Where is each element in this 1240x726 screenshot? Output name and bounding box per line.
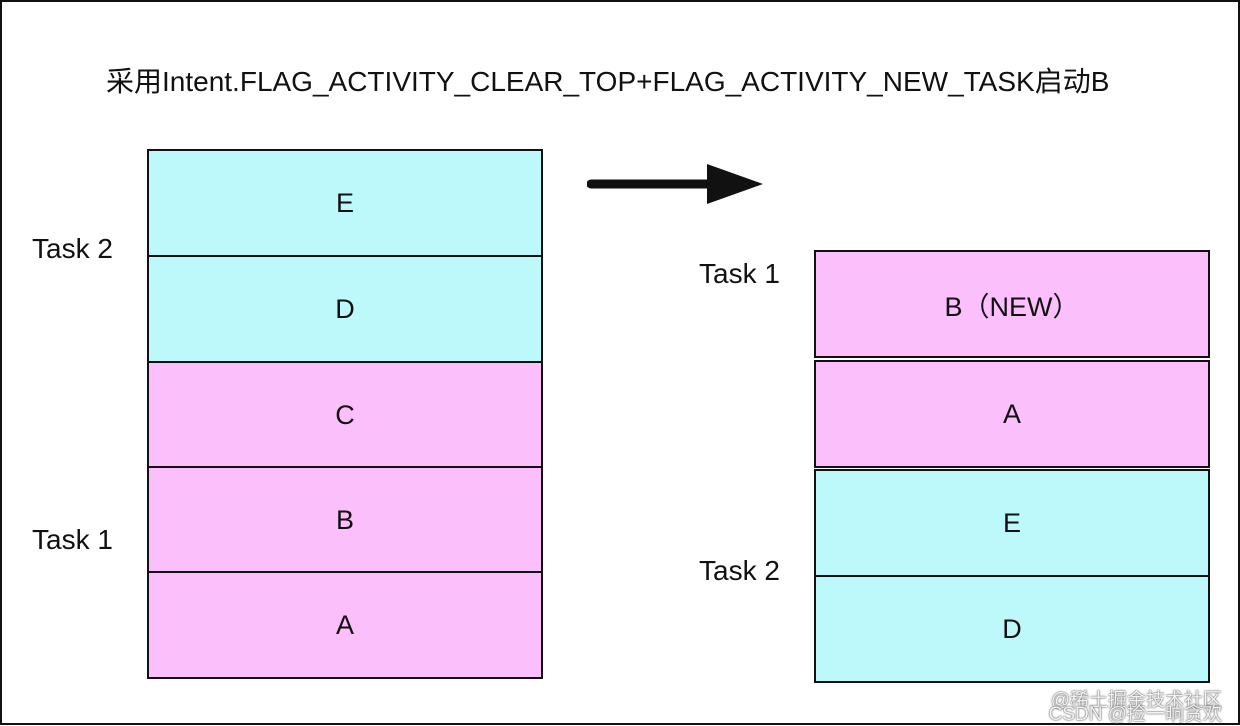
watermark-line1: @稀土掘金技术社区 <box>1050 690 1222 711</box>
activity-a: A <box>147 571 543 679</box>
right-task2-label: Task 2 <box>699 555 780 586</box>
activity-c: C <box>147 361 543 469</box>
activity-d: D <box>814 575 1210 683</box>
left-task2-label: Task 2 <box>32 233 113 264</box>
right-activity-stack: B（NEW） A E D <box>814 250 1210 684</box>
diagram-title: 采用Intent.FLAG_ACTIVITY_CLEAR_TOP+FLAG_AC… <box>106 66 1110 97</box>
activity-b: B <box>147 466 543 574</box>
activity-b-new: B（NEW） <box>814 250 1210 358</box>
watermark-line2: CSDN @捡一晌贪欢 <box>1048 704 1222 725</box>
right-task1-label: Task 1 <box>699 258 780 289</box>
activity-d: D <box>147 255 543 363</box>
activity-e: E <box>814 469 1210 577</box>
left-activity-stack: E D C B A <box>147 149 543 679</box>
activity-a: A <box>814 360 1210 468</box>
activity-e: E <box>147 149 543 257</box>
left-task1-label: Task 1 <box>32 524 113 555</box>
right-arrow-icon <box>587 164 763 204</box>
